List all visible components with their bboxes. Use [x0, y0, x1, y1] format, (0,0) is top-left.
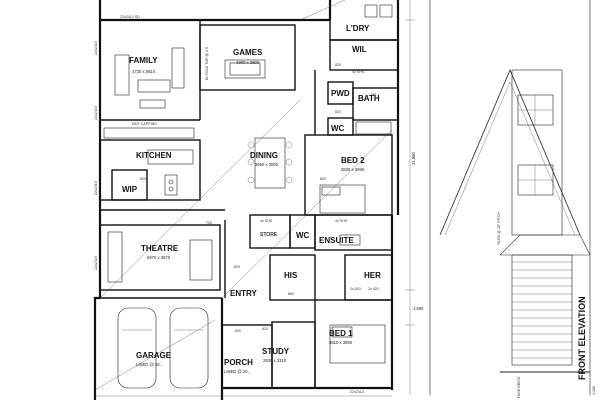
note-top-left: 22x2410 SD — [120, 15, 140, 19]
room-labels: L'DRY FAMILY 4730 x 5810 GAMES 4900 x 28… — [122, 24, 381, 374]
room-pwd: PWD — [331, 89, 350, 98]
note-bifold: BI-FOLD TOP @ 2.5 — [205, 47, 209, 80]
dimension-lines — [95, 0, 415, 397]
room-ensuite: ENSUITE — [319, 236, 354, 245]
dim-2410-a: 22x2410 — [94, 41, 98, 55]
note-mdf-capping: MDF CAPPING — [132, 122, 157, 126]
front-elevation: TILED @ 25° PITCH FRONT ELEVATION 1:100 … — [429, 0, 596, 398]
room-bed1: BED 1 — [329, 329, 353, 338]
garage-door-lines — [512, 261, 572, 359]
plan-notes: 22x2410 SD MDF CAPPING 820 820 820 820 8… — [94, 15, 424, 394]
room-wip: WIP — [122, 185, 138, 194]
internal-walls — [95, 20, 399, 389]
room-dining: DINING — [250, 151, 278, 160]
dim-820-f: 820 — [262, 327, 268, 331]
room-porch: PORCH — [224, 358, 253, 367]
room-family-size: 4730 x 5810 — [132, 69, 156, 74]
room-porch-note: LINED @ 25... — [224, 369, 251, 374]
room-his: HIS — [284, 271, 298, 280]
dim-2410-b: 22x2410 — [94, 106, 98, 120]
dim-4xsh-a: 4x SHS — [352, 70, 365, 74]
fixtures — [94, 0, 393, 391]
room-kitchen: KITCHEN — [136, 151, 172, 160]
room-games-size: 4900 x 2800 — [236, 60, 260, 65]
dim-bottom: 22x2410 — [350, 390, 364, 394]
room-wc2: WC — [296, 231, 310, 240]
room-garage-note: LINED @ 25... — [136, 362, 163, 367]
dim-820-d: 820 — [320, 177, 326, 181]
dim-2410-d: 22x2410 — [94, 256, 98, 270]
elevation-roof-note: TILED @ 25° PITCH — [497, 212, 501, 245]
dim-820-c: 820 — [140, 177, 146, 181]
elevation-scale: 1:100 — [592, 386, 596, 395]
dim-2x520-b: 2x 520 — [368, 287, 379, 291]
room-dining-size: 3660 x 3600 — [255, 162, 279, 167]
room-theatre-size: 5670 x 3670 — [147, 255, 171, 260]
dim-4xsh-b: 4x SHS — [260, 219, 273, 223]
dim-2410-c: 22x2410 — [94, 181, 98, 195]
room-theatre: THEATRE — [141, 244, 179, 253]
dim-1500: 1,500 — [413, 306, 424, 311]
dim-820-b: 820 — [335, 110, 341, 114]
room-study-size: 2830 x 3310 — [263, 358, 287, 363]
dim-4xsh-c: 4x SHS — [335, 219, 348, 223]
room-bath: BATH — [358, 94, 380, 103]
elevation-title: FRONT ELEVATION — [577, 296, 587, 380]
note-ms: MS — [371, 93, 377, 97]
dim-820-a: 820 — [335, 63, 341, 67]
room-garage: GARAGE — [136, 351, 172, 360]
dim-720: 720 — [206, 221, 212, 225]
dim-820-g: 820 — [234, 265, 240, 269]
dim-820-e: 820 — [235, 329, 241, 333]
dim-2x520-a: 2x 520 — [350, 287, 361, 291]
room-family: FAMILY — [129, 56, 158, 65]
room-wc: WC — [331, 124, 345, 133]
elevation-face-brick: FACE BRICK — [517, 376, 521, 398]
room-bed2-size: 3830 x 3690 — [341, 167, 365, 172]
room-bed2: BED 2 — [341, 156, 365, 165]
room-her: HER — [364, 271, 381, 280]
room-wil: WIL — [352, 45, 367, 54]
room-study: STUDY — [262, 347, 290, 356]
dim-21880: 21,880 — [411, 152, 416, 165]
room-ldry: L'DRY — [346, 24, 370, 33]
room-bed1-size: 3810 x 3930 — [329, 340, 353, 345]
dim-660: 660 — [288, 292, 294, 296]
room-games: GAMES — [233, 48, 263, 57]
room-entry: ENTRY — [230, 289, 257, 298]
room-store: STORE — [260, 232, 278, 238]
